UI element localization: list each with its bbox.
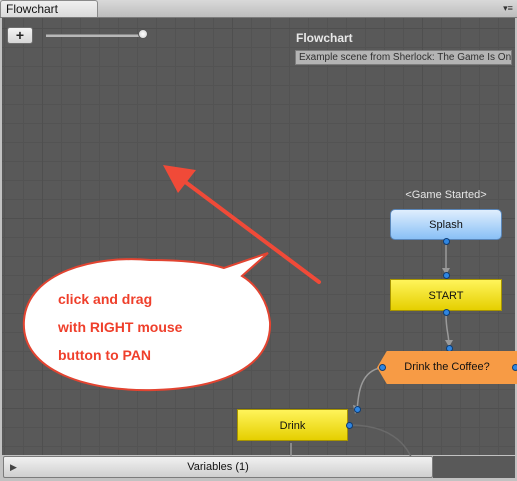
zoom-in-button[interactable]: + xyxy=(7,27,33,44)
tab-bar: Flowchart ▾≡ xyxy=(0,0,517,18)
flowchart-title: Flowchart xyxy=(296,31,353,45)
connector-dot xyxy=(446,345,453,352)
pan-hint-text: click and drag with RIGHT mouse button t… xyxy=(58,285,268,369)
tab-menu-icon[interactable]: ▾≡ xyxy=(503,3,513,13)
zoom-slider-track[interactable] xyxy=(46,34,144,37)
pan-hint-line-3: button to PAN xyxy=(58,347,152,363)
pan-hint-line-2: with RIGHT mouse xyxy=(58,319,183,335)
connector-dot xyxy=(443,238,450,245)
tab-flowchart[interactable]: Flowchart xyxy=(0,0,98,17)
connector-dot xyxy=(443,309,450,316)
connector-dot xyxy=(379,364,386,371)
variables-panel-toggle[interactable]: ▶ Variables (1) xyxy=(3,456,433,478)
zoom-slider-thumb[interactable] xyxy=(138,29,148,39)
expand-arrow-icon[interactable]: ▶ xyxy=(10,462,17,472)
pan-hint-line-1: click and drag xyxy=(58,291,153,307)
connector-dot xyxy=(512,364,517,371)
variables-label: Variables (1) xyxy=(187,461,249,473)
connector-dot xyxy=(443,272,450,279)
block-drink[interactable]: Drink xyxy=(237,409,348,441)
block-event-label: <Game Started> xyxy=(405,189,487,201)
connector-dot xyxy=(346,422,353,429)
canvas-bottom-area xyxy=(433,456,515,478)
block-drink-the-coffee[interactable]: Drink the Coffee? xyxy=(377,351,517,384)
block-start[interactable]: START xyxy=(390,279,502,311)
flowchart-description: Example scene from Sherlock: The Game Is… xyxy=(295,50,512,65)
connector-dot xyxy=(354,406,361,413)
block-splash[interactable]: Splash xyxy=(390,209,502,240)
